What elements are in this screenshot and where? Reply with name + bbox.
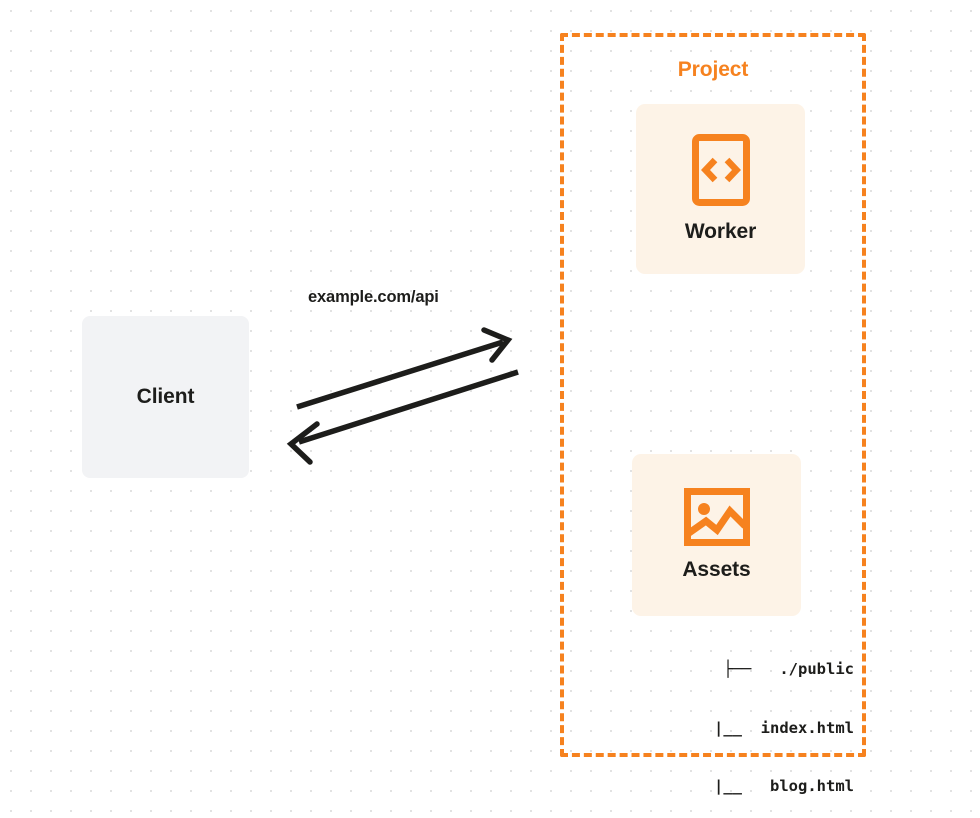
assets-card[interactable]: Assets [632, 454, 801, 616]
connection-label: example.com/api [308, 288, 439, 306]
response-arrow [286, 369, 519, 465]
assets-label: Assets [682, 558, 751, 581]
client-node[interactable]: Client [82, 316, 249, 478]
client-label: Client [136, 385, 195, 408]
image-icon [683, 488, 750, 546]
project-label: Project [670, 58, 756, 82]
tree-line-public: ├── ./public [723, 660, 854, 678]
request-arrow [296, 327, 513, 410]
tree-line-index: |__ index.html [686, 718, 854, 737]
worker-label: Worker [684, 220, 757, 243]
code-document-icon [691, 134, 750, 206]
project-container: Project Worker Assets [560, 33, 866, 795]
worker-card[interactable]: Worker [636, 104, 805, 274]
assets-file-tree: ├── ./public |__ index.html |__ blog.htm… [609, 621, 854, 818]
tree-line-blog: |__ blog.html [686, 777, 854, 795]
